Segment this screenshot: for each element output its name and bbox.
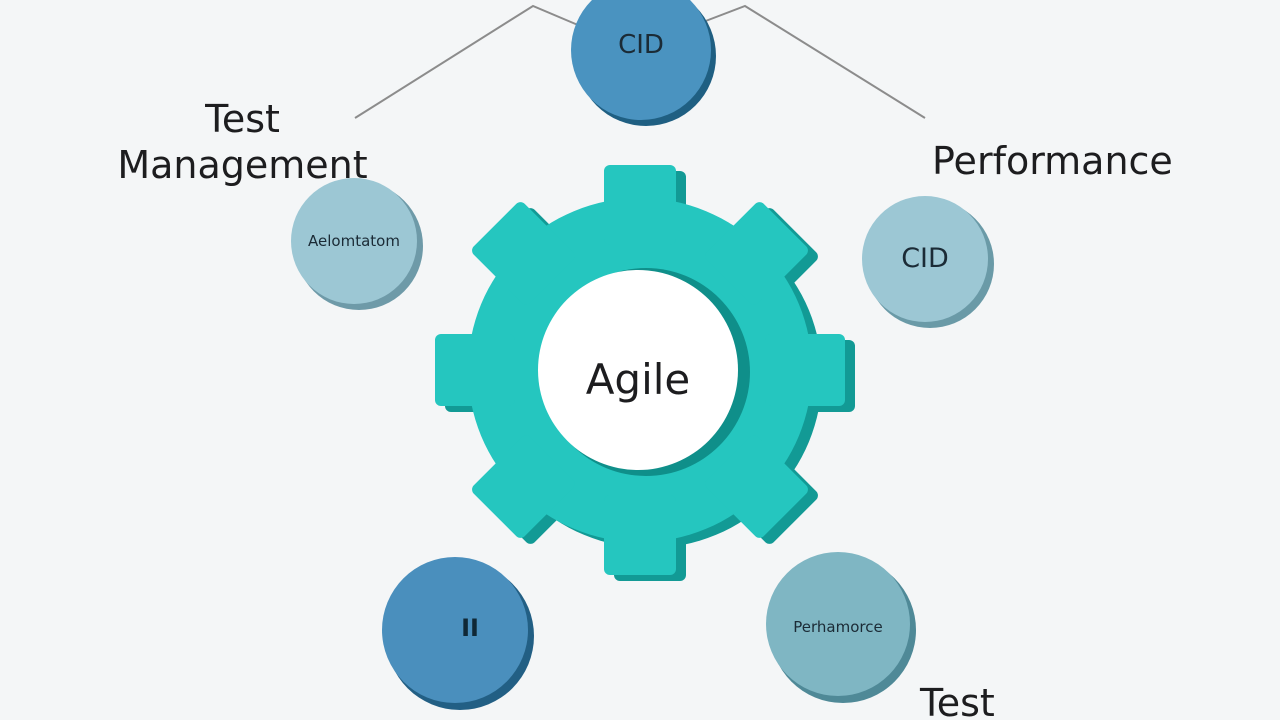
- node-top-label: CID: [618, 30, 664, 60]
- node-bottom-right-performance: [766, 552, 916, 703]
- label-performance: Performance: [932, 139, 1173, 183]
- connector-line-right: [702, 4, 926, 119]
- label-test-management: Test Management: [117, 97, 368, 187]
- node-left-automation: [291, 178, 423, 310]
- node-top-cid: [571, 0, 716, 126]
- node-bottom-right-label: Perhamorce: [793, 618, 883, 636]
- node-left-label: Aelomtatom: [308, 232, 400, 250]
- node-right-cid: [862, 196, 994, 328]
- center-label: Agile: [585, 355, 691, 404]
- node-bottom-left-label: II: [461, 614, 479, 642]
- label-test: Test: [920, 681, 995, 720]
- node-bottom-left-ii: [382, 557, 534, 710]
- node-right-label: CID: [901, 243, 949, 274]
- gear-hole: [538, 270, 738, 470]
- connector-line-left: [354, 4, 586, 119]
